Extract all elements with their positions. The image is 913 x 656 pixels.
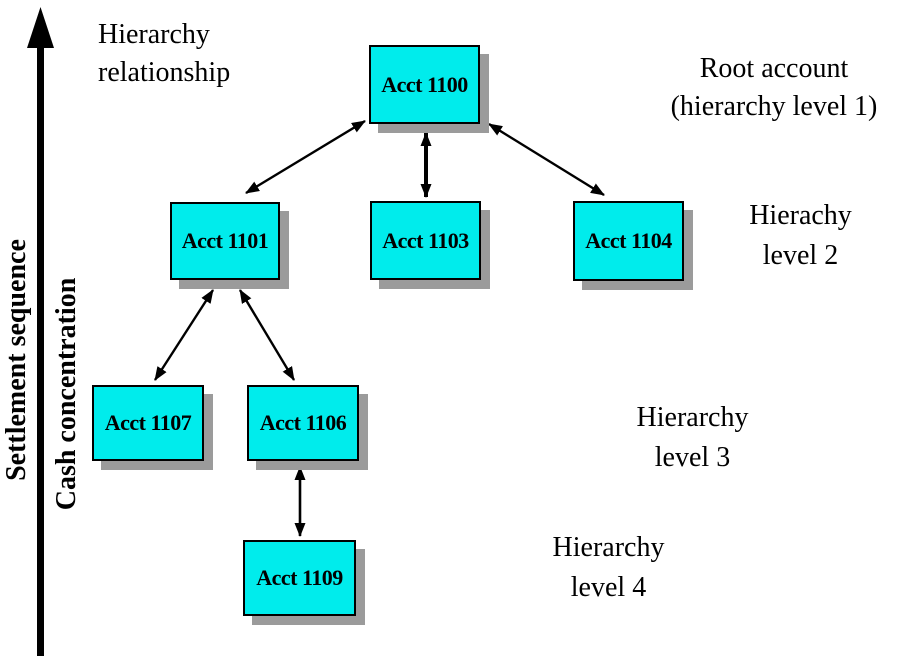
node-acct-1104: Acct 1104 bbox=[573, 201, 684, 281]
node-label: Acct 1104 bbox=[585, 228, 672, 253]
axis-arrow bbox=[27, 7, 54, 656]
edge-1101-1106 bbox=[238, 289, 296, 381]
level-3-label: Hierarchy level 3 bbox=[636, 402, 749, 473]
node-label: Acct 1103 bbox=[382, 227, 469, 253]
hierarchy-relationship-label: Hierarchy relationship bbox=[98, 19, 231, 88]
node-acct-1109: Acct 1109 bbox=[243, 540, 356, 616]
edge-1100-1101 bbox=[245, 119, 366, 195]
node-acct-1107: Acct 1107 bbox=[92, 385, 204, 461]
node-label: Acct 1109 bbox=[256, 565, 343, 590]
node-label: Acct 1106 bbox=[259, 410, 347, 435]
level-2-label: Hierachy level 2 bbox=[749, 200, 852, 271]
node-acct-1100: Acct 1100 bbox=[369, 45, 480, 124]
edge-1100-1104 bbox=[488, 122, 605, 197]
node-label: Acct 1107 bbox=[104, 410, 192, 435]
node-acct-1103: Acct 1103 bbox=[370, 201, 481, 280]
node-label: Acct 1100 bbox=[381, 71, 468, 97]
level-1-label: Root account (hierarchy level 1) bbox=[670, 53, 878, 122]
node-acct-1101: Acct 1101 bbox=[170, 202, 280, 280]
settlement-sequence-label: Settlement sequence bbox=[1, 239, 32, 481]
node-acct-1106: Acct 1106 bbox=[247, 385, 359, 461]
node-label: Acct 1101 bbox=[181, 228, 269, 253]
level-4-label: Hierarchy level 4 bbox=[552, 532, 665, 603]
edge-1101-1107 bbox=[153, 289, 215, 381]
cash-concentration-label: Cash concentration bbox=[51, 277, 82, 511]
